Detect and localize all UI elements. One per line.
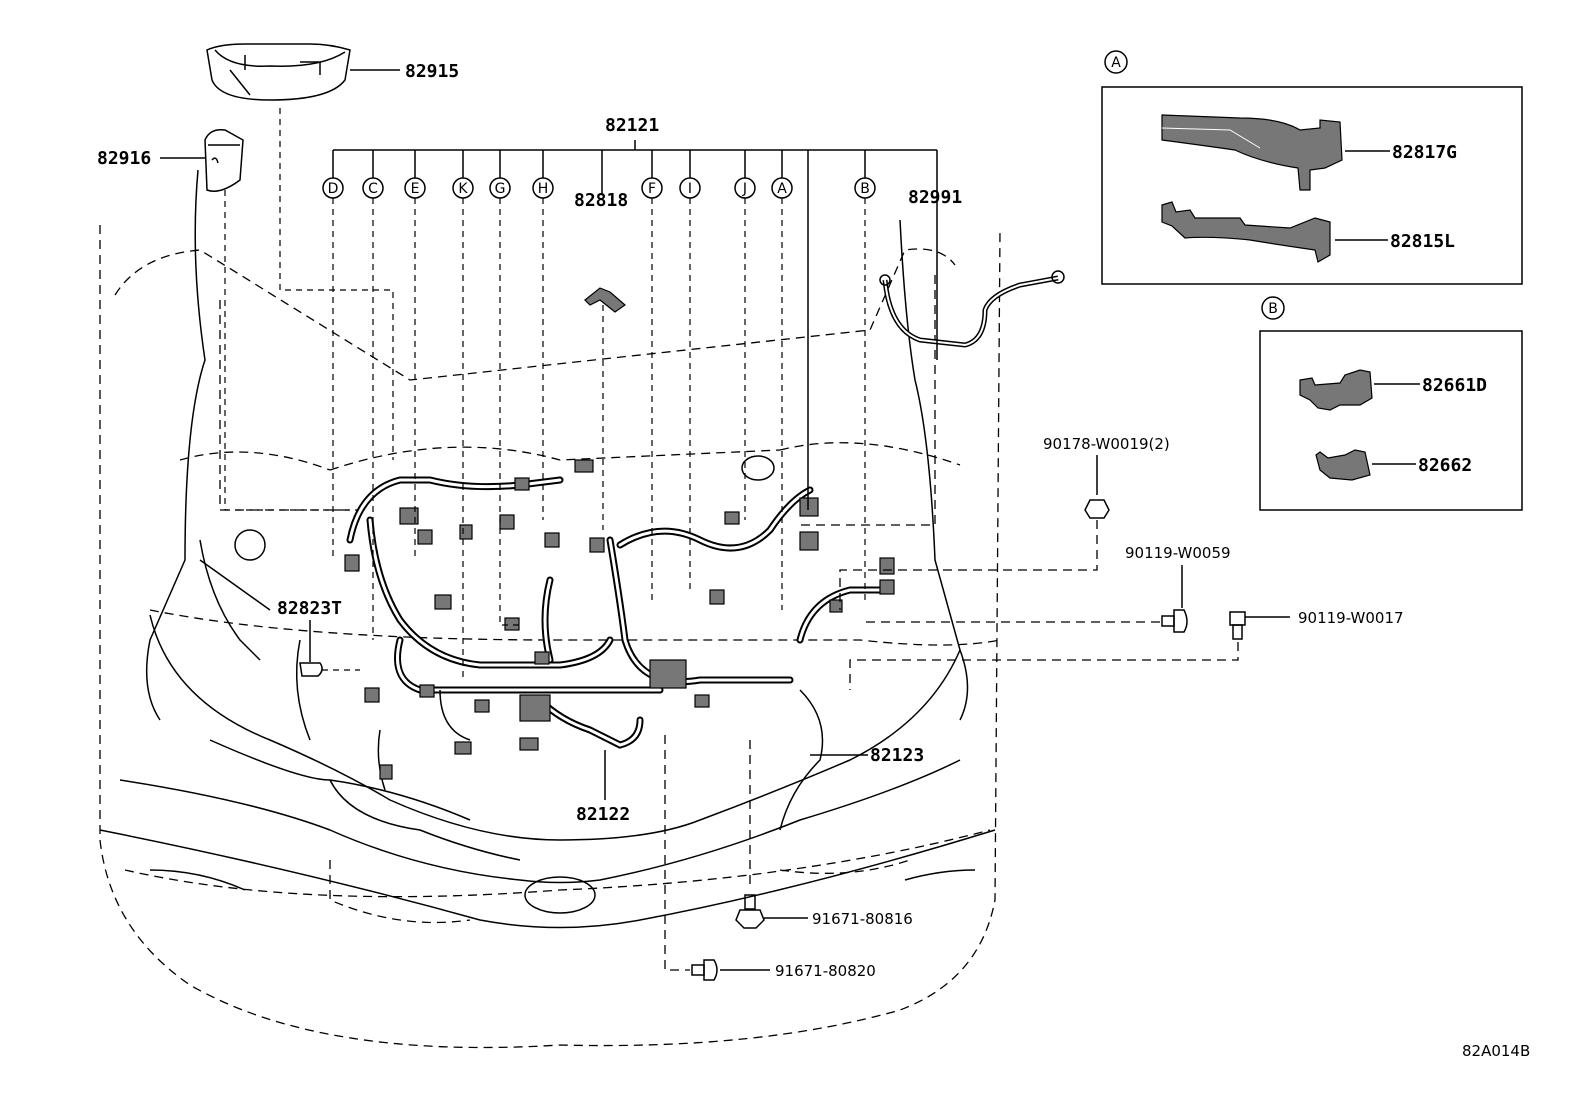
label-91671-80820: 91671-80820 [775, 962, 876, 980]
part-82818-bracket: 82818 [574, 190, 628, 313]
svg-text:D: D [328, 181, 339, 197]
label-82121: 82121 [605, 115, 659, 136]
diagram-code: 82A014B [1462, 1042, 1530, 1060]
svg-text:C: C [368, 181, 378, 197]
vehicle-body-lines [99, 169, 996, 929]
label-82123: 82123 [870, 745, 924, 766]
svg-text:B: B [860, 181, 870, 197]
label-90119-W0059: 90119-W0059 [1125, 544, 1231, 562]
part-82823T-grommet: 82823T [277, 598, 360, 677]
svg-text:A: A [1111, 55, 1121, 71]
label-82661D: 82661D [1422, 375, 1487, 396]
connector-circle-K: K [452, 177, 474, 199]
label-90178: 90178-W0019(2) [1043, 435, 1170, 453]
part-82817G-protector: 82817G [1161, 114, 1457, 191]
part-82815L-protector: 82815L [1161, 201, 1455, 263]
connector-circle-G: G [489, 177, 511, 199]
connector-circle-I: I [679, 177, 701, 199]
connector-circle-F: F [641, 177, 663, 199]
svg-text:J: J [742, 181, 747, 197]
label-82662: 82662 [1418, 455, 1472, 476]
label-90119-W0017: 90119-W0017 [1298, 609, 1404, 627]
label-82122: 82122 [576, 804, 630, 825]
svg-text:B: B [1268, 301, 1278, 317]
fastener-91671-80820-bolt: 91671-80820 [664, 735, 876, 981]
part-82916-clip: 82916 [97, 128, 244, 192]
label-82815L: 82815L [1390, 231, 1455, 252]
connector-leader-lines [224, 108, 938, 680]
label-82916: 82916 [97, 148, 151, 169]
connector-circle-J: J [734, 177, 756, 199]
part-82662-block: 82662 [1315, 449, 1472, 481]
label-91671-80816: 91671-80816 [812, 910, 913, 928]
part-82122-harness: 82122 [576, 750, 630, 825]
label-82915: 82915 [405, 61, 459, 82]
engine-wire-harness [344, 459, 895, 831]
svg-text:E: E [411, 181, 420, 197]
connector-circle-E: E [404, 177, 426, 199]
fastener-90119-W0017-bolt: 90119-W0017 [849, 609, 1404, 690]
label-82818: 82818 [574, 190, 628, 211]
inset-A: A 82817G 82815L [1101, 50, 1523, 285]
label-82817G: 82817G [1392, 142, 1457, 163]
connector-circle-D: D [322, 177, 344, 199]
connector-circle-A: A [771, 177, 793, 199]
part-82123-harness: 82123 [810, 745, 924, 766]
connector-letter-circles: D C E K G H F I J A B [322, 177, 876, 199]
svg-text:I: I [688, 181, 692, 197]
fastener-91671-80816-bolt: 91671-80816 [735, 740, 913, 929]
label-82991: 82991 [908, 187, 962, 208]
fastener-90178-nut: 90178-W0019(2) [839, 435, 1170, 610]
connector-circle-B: B [854, 177, 876, 199]
connector-circle-H: H [532, 177, 554, 199]
inset-B: B 82661D 82662 [1259, 296, 1523, 511]
svg-text:K: K [458, 181, 468, 197]
part-82915-cover: 82915 [206, 43, 459, 101]
label-82823T: 82823T [277, 598, 342, 619]
connector-circle-C: C [362, 177, 384, 199]
svg-text:F: F [648, 181, 656, 197]
svg-text:A: A [777, 181, 787, 197]
svg-text:H: H [538, 181, 549, 197]
fastener-90119-W0059-bolt: 90119-W0059 [860, 544, 1231, 633]
part-82661D-block: 82661D [1299, 369, 1487, 411]
svg-text:G: G [495, 181, 506, 197]
cable-82991 [879, 270, 1065, 348]
